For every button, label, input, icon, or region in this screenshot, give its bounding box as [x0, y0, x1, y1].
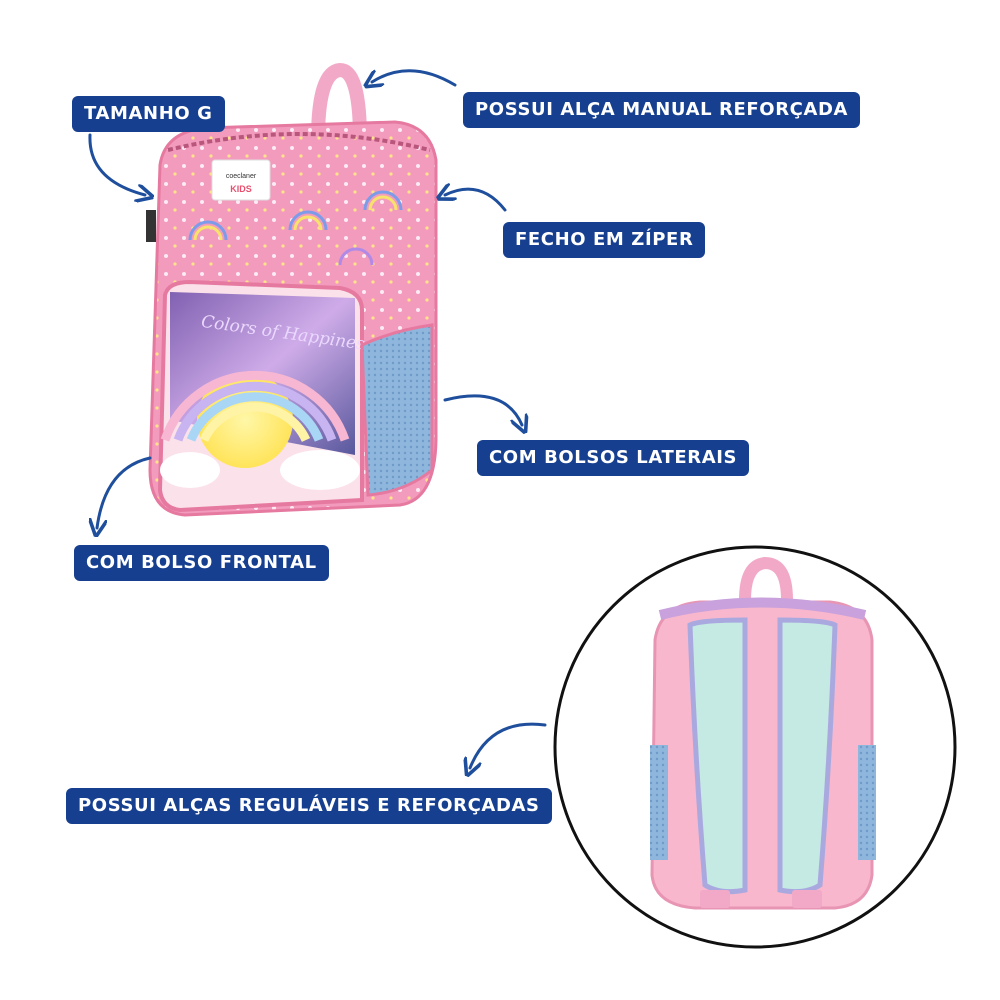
back-view-inset — [553, 545, 957, 949]
label-front-pocket: COM BOLSO FRONTAL — [74, 545, 329, 581]
label-size: TAMANHO G — [72, 96, 225, 132]
label-zipper: FECHO EM ZÍPER — [503, 222, 706, 258]
arrow-front-pocket — [97, 456, 152, 528]
brand-line1: coeclaner — [226, 173, 257, 180]
zipper-line — [167, 132, 431, 152]
brand-line2: KIDS — [230, 184, 252, 194]
label-side-pockets: COM BOLSOS LATERAIS — [477, 440, 750, 476]
front-backpack: coeclaner KIDS Colors of Happiness — [146, 62, 438, 517]
back-top-handle — [739, 556, 793, 606]
arrow-zipper — [445, 189, 507, 212]
label-straps: POSSUI ALÇAS REGULÁVEIS E REFORÇADAS — [66, 788, 552, 824]
callout-arrows — [88, 69, 547, 768]
front-pocket: Colors of Happiness — [157, 279, 375, 513]
arrow-straps — [470, 722, 547, 768]
label-handle: POSSUI ALÇA MANUAL REFORÇADA — [463, 92, 861, 128]
left-strap — [687, 617, 748, 895]
arrow-handle — [372, 69, 457, 85]
brand-tag — [211, 159, 271, 201]
back-body — [650, 600, 874, 910]
arrow-side-pockets — [443, 394, 522, 425]
top-handle — [311, 62, 367, 147]
arrow-size — [88, 133, 145, 195]
side-mesh-pocket — [360, 323, 434, 497]
